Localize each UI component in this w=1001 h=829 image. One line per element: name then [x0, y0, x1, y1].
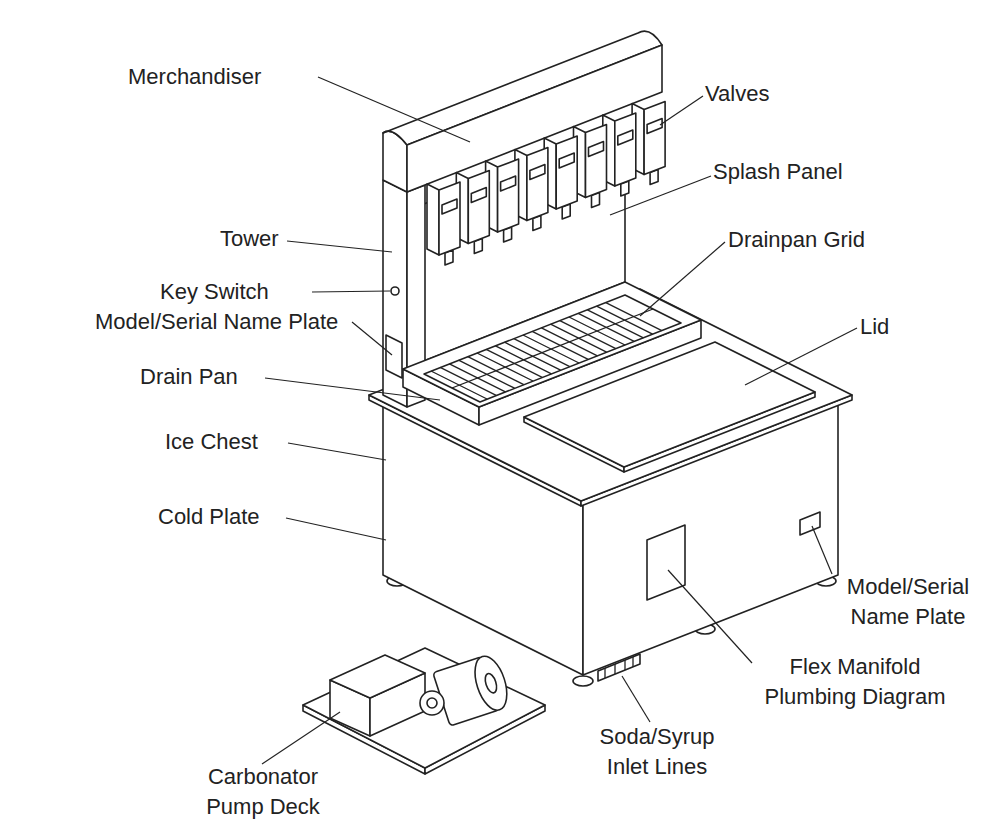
part-label: Ice Chest — [165, 427, 258, 457]
valve — [515, 148, 548, 231]
leader-lines — [262, 77, 857, 764]
leader-line — [265, 378, 440, 400]
leader-line — [286, 518, 386, 540]
valve — [603, 113, 636, 196]
grid-bars — [431, 303, 662, 399]
part-label: Model/Serial Name Plate — [828, 572, 988, 632]
pump-deck — [303, 648, 545, 768]
leader-line — [812, 526, 832, 574]
part-label: Lid — [860, 312, 889, 342]
grid-crossbar — [452, 309, 653, 388]
leader-line — [668, 570, 752, 663]
valve — [427, 182, 460, 265]
leader-line — [312, 291, 390, 292]
part-label: Model/Serial Name Plate — [95, 307, 338, 337]
part-label: Soda/Syrup Inlet Lines — [582, 722, 732, 782]
part-label: Valves — [705, 79, 769, 109]
part-label: Cold Plate — [158, 502, 260, 532]
part-label: Flex Manifold Plumbing Diagram — [745, 652, 965, 712]
part-label: Drain Pan — [140, 362, 238, 392]
valve — [486, 159, 519, 242]
leader-line — [318, 77, 470, 142]
drainpan-grid — [424, 295, 681, 402]
part-label: Key Switch — [160, 277, 269, 307]
pump-head — [420, 691, 444, 715]
name-plate — [386, 335, 402, 378]
leader-line — [610, 176, 711, 215]
leader-line — [352, 322, 392, 355]
motor-end — [469, 652, 513, 714]
valve — [574, 125, 607, 208]
plumbing-diagram-plate — [647, 525, 685, 600]
electrical-box — [330, 655, 425, 698]
chest-leg — [573, 676, 593, 686]
part-label: Tower — [220, 224, 279, 254]
part-label: Merchandiser — [128, 62, 261, 92]
leader-line — [262, 712, 340, 764]
leader-line — [745, 328, 857, 385]
inlet-tubes — [605, 657, 633, 678]
part-label: Drainpan Grid — [728, 225, 865, 255]
valve — [544, 136, 577, 219]
name-plate — [800, 512, 820, 535]
part-label: Splash Panel — [713, 157, 843, 187]
leader-line — [288, 443, 386, 460]
inlet-lines — [598, 654, 640, 681]
pump-port — [427, 698, 437, 708]
motor-hub — [483, 672, 499, 694]
valve — [456, 171, 489, 254]
leader-line — [640, 242, 725, 316]
pump-motor — [433, 652, 513, 726]
part-label: Carbonator Pump Deck — [198, 762, 328, 822]
leader-line — [622, 676, 650, 722]
key-switch — [391, 287, 399, 295]
leader-line — [660, 96, 703, 125]
drain-pan-top — [403, 282, 701, 407]
valve — [632, 102, 665, 185]
leader-line — [287, 241, 392, 252]
